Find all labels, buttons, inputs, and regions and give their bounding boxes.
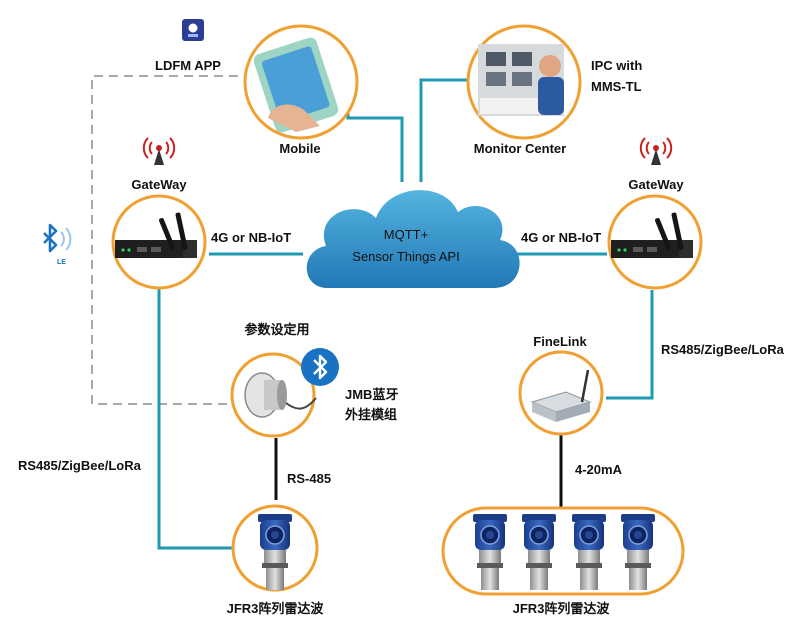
radar-left-node <box>231 504 319 592</box>
dashed-link-app <box>91 75 238 405</box>
jmb-label-line1: JMB蓝牙 <box>345 387 398 402</box>
finelink-label: FineLink <box>533 334 587 349</box>
ma-label: 4-20mA <box>575 462 623 477</box>
monitor-center-label: Monitor Center <box>474 141 566 156</box>
link-right-label: 4G or NB-IoT <box>521 230 601 245</box>
gateway-left-label: GateWay <box>131 177 187 192</box>
wifi-antenna-icon <box>639 137 673 166</box>
ldfm-app-label: LDFM APP <box>155 58 221 73</box>
gateway-right-label: GateWay <box>628 177 684 192</box>
cloud-subtitle: Sensor Things API <box>352 249 459 264</box>
ipc-label-line2: MMS-TL <box>591 79 642 94</box>
finelink-node <box>518 350 604 436</box>
ipc-label-line1: IPC with <box>591 58 642 73</box>
finelink-module-icon <box>530 369 592 422</box>
rs485-right-label: RS485/ZigBee/LoRa <box>661 342 785 357</box>
cloud-title: MQTT+ <box>384 227 428 242</box>
param-setting-label: 参数设定用 <box>244 322 309 337</box>
gateway-left-node <box>111 194 207 290</box>
bluetooth-le-icon: LE <box>43 223 72 266</box>
monitor-center-icon <box>478 44 564 116</box>
wifi-antenna-icon <box>142 137 176 166</box>
mobile-label: Mobile <box>279 141 320 156</box>
jmb-module-node <box>230 352 317 438</box>
gateway-right-node <box>607 194 703 290</box>
app-icon <box>182 19 204 41</box>
radar-right-label: JFR3阵列雷达波 <box>513 601 611 616</box>
rs485-left-label: RS485/ZigBee/LoRa <box>18 458 142 473</box>
teal-connections <box>157 78 654 550</box>
cloud-icon: MQTT+ Sensor Things API <box>306 190 520 288</box>
radar-array-node <box>441 506 685 596</box>
smartphone-icon <box>253 37 339 133</box>
bluetooth-icon <box>301 348 339 386</box>
jmb-module-icon <box>244 372 317 418</box>
radar-left-label: JFR3阵列雷达波 <box>227 601 325 616</box>
ble-badge: LE <box>57 259 66 266</box>
jmb-label-line2: 外挂模组 <box>344 407 397 422</box>
link-left-label: 4G or NB-IoT <box>211 230 291 245</box>
monitor-center-node <box>466 24 582 140</box>
rs485-label: RS-485 <box>287 471 331 486</box>
mobile-node <box>243 24 359 140</box>
